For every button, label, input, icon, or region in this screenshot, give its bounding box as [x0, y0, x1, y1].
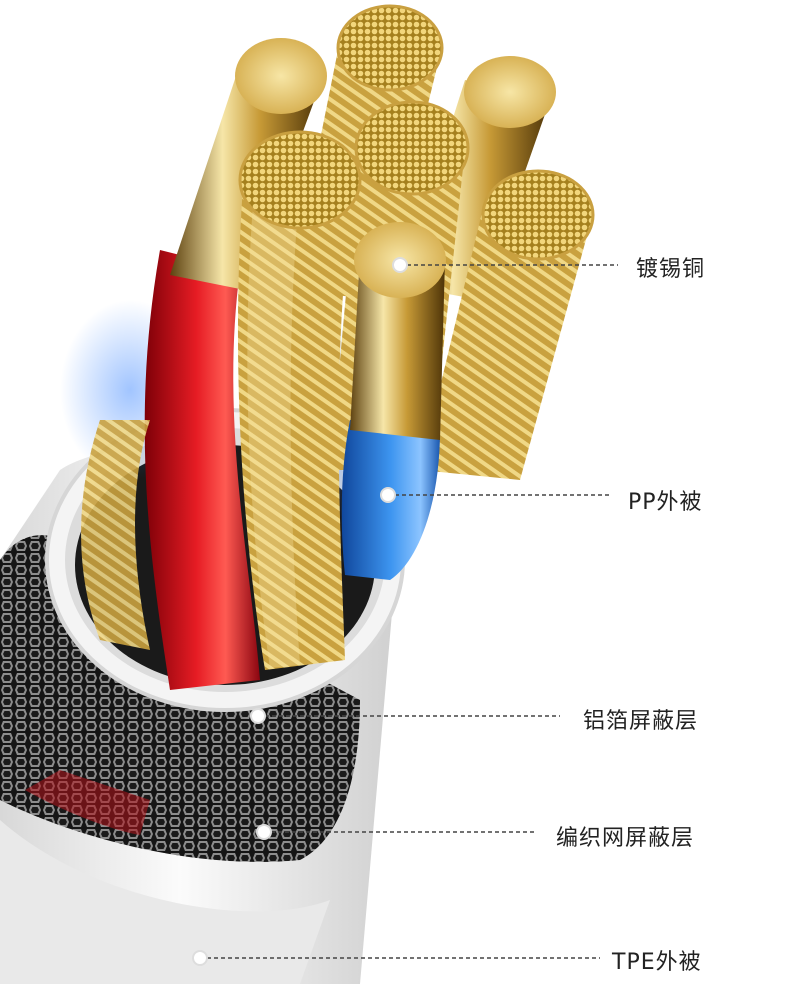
callout-label-tpe-jacket: TPE外被: [612, 944, 702, 976]
callout-dot-tinned-copper: [393, 258, 407, 272]
callout-label-braided-shield: 编织网屏蔽层: [556, 820, 694, 852]
callout-label-tinned-copper: 镀锡铜: [636, 251, 705, 283]
callout-dot-braided-shield: [257, 825, 271, 839]
callout-dot-tpe-jacket: [193, 951, 207, 965]
callout-dot-pp-insulation: [381, 488, 395, 502]
callout-label-pp-insulation: PP外被: [628, 484, 703, 516]
callout-label-foil-shield: 铝箔屏蔽层: [583, 703, 698, 735]
callout-dot-foil-shield: [251, 709, 265, 723]
